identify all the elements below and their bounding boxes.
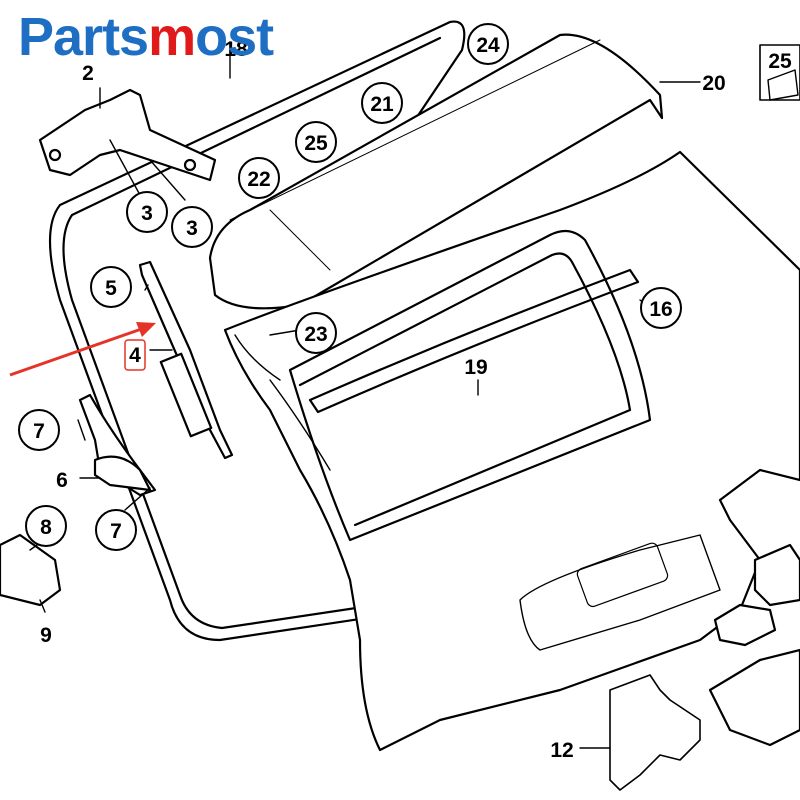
hinge [38, 88, 217, 182]
window-frame [288, 229, 652, 542]
label-9: 9 [40, 624, 52, 647]
callout-23: 23 [295, 312, 337, 354]
svg-text:16: 16 [649, 298, 672, 321]
partsmost-logo: Partsmost [18, 7, 274, 67]
tailgate-seal [48, 20, 466, 642]
svg-text:8: 8 [40, 516, 52, 539]
callout-5: 5 [90, 266, 132, 308]
svg-text:5: 5 [105, 277, 117, 300]
cable-12 [609, 674, 701, 791]
logo-part-1: Parts [18, 7, 149, 67]
svg-text:7: 7 [33, 420, 45, 443]
label-19: 19 [464, 356, 487, 379]
callout-22: 22 [238, 157, 280, 199]
callout-24: 24 [467, 23, 509, 65]
svg-text:3: 3 [186, 217, 198, 240]
label-12: 12 [550, 739, 573, 762]
svg-text:25: 25 [304, 132, 328, 155]
label-20: 20 [702, 72, 725, 95]
callout-7-bottom: 7 [95, 509, 137, 551]
logo-part-2: m [148, 7, 196, 67]
logo-part-3: ost [195, 7, 274, 67]
bracket-part-lower [93, 455, 152, 492]
callout-16: 16 [640, 287, 682, 329]
callout-3-left: 3 [126, 191, 168, 233]
callout-25: 25 [295, 121, 337, 163]
license-plate-recess [519, 534, 721, 651]
svg-text:7: 7 [110, 520, 122, 543]
label-18: 18 [224, 38, 248, 61]
callout-8: 8 [25, 505, 67, 547]
callout-7-top: 7 [18, 409, 60, 451]
red-arrow [9, 324, 151, 377]
svg-text:24: 24 [476, 34, 500, 57]
red-arrow-head [136, 322, 156, 337]
svg-text:23: 23 [304, 323, 327, 346]
svg-text:22: 22 [247, 168, 270, 191]
svg-text:3: 3 [141, 202, 153, 225]
motor-assembly [753, 543, 800, 607]
label-25-box: 25 [768, 50, 792, 73]
callout-highlight-4 [124, 339, 146, 371]
label-6: 6 [56, 469, 68, 492]
label-4: 4 [129, 344, 141, 367]
svg-text:21: 21 [370, 93, 394, 116]
label-2: 2 [82, 62, 94, 85]
latch-assembly [708, 648, 800, 747]
lock-part [0, 533, 62, 607]
trim-strip [308, 268, 640, 414]
callout-3-right: 3 [171, 206, 213, 248]
sensor-part [713, 603, 777, 647]
callout-21: 21 [361, 82, 403, 124]
gas-strut [138, 260, 234, 460]
